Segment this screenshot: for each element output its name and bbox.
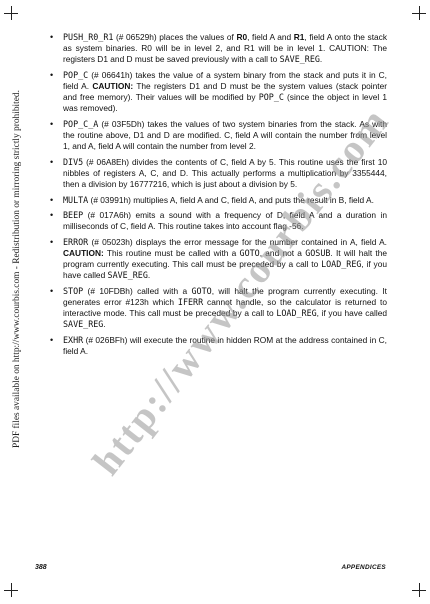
routine-name: GOTO [191,286,212,297]
routine-entry: STOP (# 10FDBh) called with a GOTO, will… [50,286,387,330]
routine-entry: POP_C (# 06641h) takes the value of a sy… [50,70,387,114]
routine-entry: POP_C_A (# 03F5Dh) takes the values of t… [50,119,387,152]
entry-text: (since the object in level 1 was removed… [63,92,387,114]
crop-mark [419,6,420,20]
entry-text: . [103,319,106,330]
entry-text: (# 06A8Eh) divides the contents of C, fi… [63,156,387,189]
routine-name: LOAD_REG [321,259,362,270]
routine-name: SAVE_REG [107,270,148,281]
routine-entry: BEEP (# 017A6h) emits a sound with a fre… [50,210,387,232]
entry-text: , if you have called [63,259,387,281]
routine-name: GOTO [239,248,260,259]
entry-text: (# 03F5Dh) takes the values of two syste… [63,118,387,152]
crop-mark [419,583,420,597]
routine-name: IFERR [177,297,204,308]
entry-text: (# 03991h) multiplies A, field A and C, … [88,194,374,205]
routine-name: BEEP [63,210,84,221]
routine-name: POP_C [63,69,89,80]
entry-text: cannot handle, so the calculator is retu… [63,297,387,319]
section-name: APPENDICES [341,564,386,571]
entry-text: . It will halt the program currently exe… [63,248,387,270]
entry-text: (# 026BFh) will execute the routine in h… [63,335,387,357]
entry-text: , and not a [259,248,306,259]
routine-name: EXHR [63,335,84,345]
routine-name: SAVE_REG [63,319,104,330]
entry-text: (# 017A6h) emits a sound with a frequenc… [63,210,387,232]
routine-name: MULTA [63,194,89,205]
routine-entry: MULTA (# 03991h) multiplies A, field A a… [50,195,387,206]
entry-text: (# 05023h) displays the error message fo… [88,237,387,248]
entry-text: This routine must be called with a [103,248,240,259]
routine-name: ERROR [63,237,89,248]
routine-name: POP_C [258,92,284,103]
crop-mark [11,583,12,597]
routine-name: STOP [63,286,84,297]
routine-name: GOSUB [305,248,331,259]
page-content: PUSH_R0_R1 (# 06529h) places the values … [50,32,387,362]
entry-text: (# 06641h) takes the value of a system b… [63,69,387,91]
entry-text: (# 10FDBh) called with a [83,286,192,297]
crop-mark [11,6,12,20]
page-number: 388 [35,564,47,571]
entry-text: , if you have called [316,308,388,319]
emphasis-text: CAUTION: [63,248,104,259]
entry-text: (# 06529h) places the values of [113,32,237,42]
routine-entry: ERROR (# 05023h) displays the error mess… [50,237,387,281]
emphasis-text: R1 [293,32,305,42]
side-note-copyright: PDF files available on http://www.courbi… [12,90,22,448]
emphasis-text: CAUTION: [92,80,134,91]
entry-text: . [147,270,151,281]
entry-text: , field A onto the stack as system binar… [63,32,388,65]
entry-text: . [319,54,323,65]
emphasis-text: R0 [236,32,248,42]
entry-text: The registers D1 and D must be the syste… [63,80,387,103]
routine-list: PUSH_R0_R1 (# 06529h) places the values … [50,32,387,357]
entry-text: , field A and [247,32,294,42]
entry-text: , will halt the program currently execut… [63,286,388,308]
routine-name: LOAD_REG [276,308,317,319]
routine-name: POP_C_A [63,118,99,129]
routine-entry: EXHR (# 026BFh) will execute the routine… [50,335,387,357]
routine-entry: PUSH_R0_R1 (# 06529h) places the values … [50,32,387,65]
routine-name: SAVE_REG [279,54,320,65]
routine-entry: DIV5 (# 06A8Eh) divides the contents of … [50,157,387,190]
routine-name: PUSH_R0_R1 [63,32,114,42]
routine-name: DIV5 [63,156,84,167]
